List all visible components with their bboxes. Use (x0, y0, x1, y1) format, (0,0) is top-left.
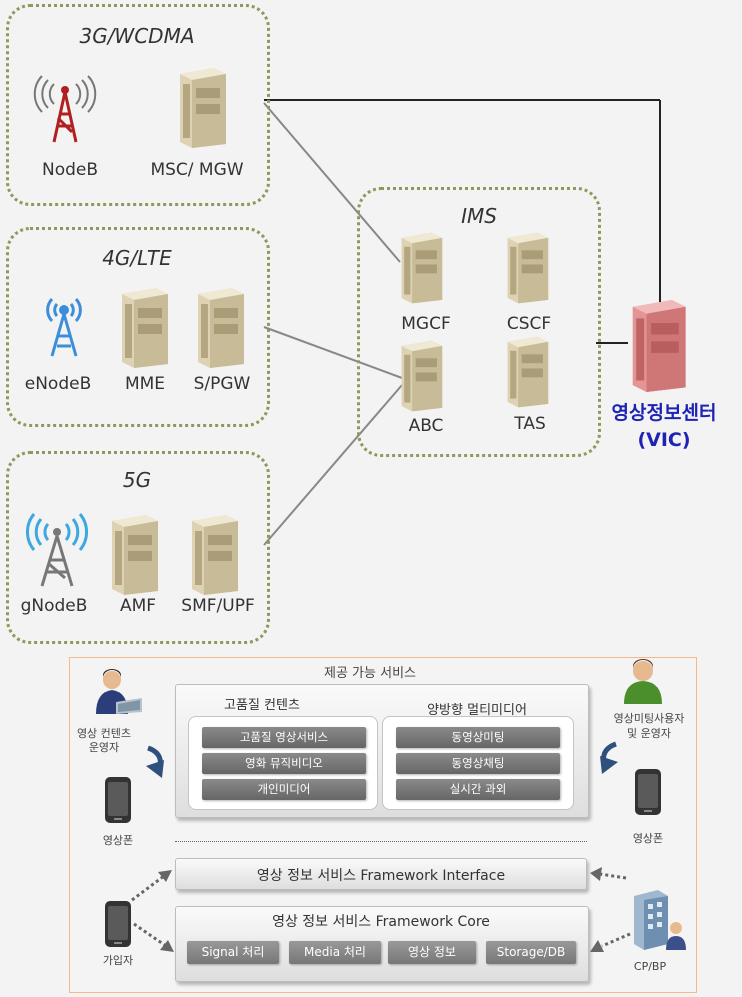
label-tas: TAS (514, 414, 546, 434)
label-mme: MME (124, 374, 166, 394)
core-item: Storage/DB (486, 941, 576, 964)
group-3g-wcdma (6, 4, 270, 206)
mm-item: 동영상채팅 (396, 753, 560, 774)
separator (175, 841, 587, 842)
framework-interface-label: 영상 정보 서비스 Framework Interface (256, 868, 506, 884)
server-icon (507, 232, 549, 304)
wireless-tower-icon (46, 297, 82, 357)
group-title-ims: IMS (461, 204, 497, 228)
antenna-tower-icon (33, 75, 97, 143)
building-user-icon (634, 890, 686, 950)
label-nodeb: NodeB (41, 160, 99, 180)
server-icon (401, 340, 443, 412)
label-amf: AMF (119, 596, 157, 616)
vic-title: 영상정보센터 (VIC) (594, 400, 734, 454)
server-icon (198, 288, 244, 368)
group-4g-lte (6, 227, 270, 427)
dotted-arrow-icon (590, 932, 631, 952)
mm-item: 동영상미팅 (396, 727, 560, 748)
antenna-tower-icon (26, 513, 88, 587)
hq-title: 고품질 컨텐츠 (224, 698, 300, 713)
server-icon (632, 300, 686, 392)
left-user-label: 영상 컨텐츠 운영자 (76, 727, 132, 754)
label-spgw: S/PGW (193, 374, 251, 394)
phone-icon (105, 901, 131, 947)
group-ims (357, 187, 601, 457)
panel-title: 제공 가능 서비스 (324, 666, 416, 681)
framework-interface-box (175, 858, 587, 890)
group-title-3g: 3G/WCDMA (79, 24, 195, 48)
subscriber-label: 가입자 (102, 954, 134, 967)
server-icon (507, 336, 549, 408)
hq-item: 개인미디어 (202, 779, 366, 800)
server-icon (122, 288, 168, 368)
core-item: 영상 정보 (388, 941, 476, 964)
label-msc-mgw: MSC/ MGW (150, 160, 244, 180)
dotted-arrow-icon (131, 870, 172, 902)
label-enodeb: eNodeB (24, 374, 92, 394)
cpbp-label: CP/BP (633, 960, 667, 973)
server-icon (180, 68, 226, 148)
core-item: Media 처리 (289, 941, 381, 964)
curved-arrow-icon (600, 741, 618, 774)
server-icon (112, 515, 158, 595)
server-icon (401, 232, 443, 304)
group-title-4g: 4G/LTE (102, 246, 172, 270)
mm-title: 양방향 멀티미디어 (427, 703, 527, 718)
dotted-arrow-icon (133, 922, 174, 952)
right-user-label: 영상미팅사용자 및 운영자 (613, 712, 685, 740)
group-title-5g: 5G (122, 468, 152, 492)
label-mgcf: MGCF (401, 314, 451, 334)
curved-arrow-icon (146, 745, 164, 778)
phone-icon (105, 777, 131, 823)
group-5g (6, 451, 270, 644)
label-cscf: CSCF (506, 314, 552, 334)
vic-abbr: (VIC) (637, 429, 691, 451)
hq-item: 영화 뮤직비디오 (202, 753, 366, 774)
vic-name: 영상정보센터 (611, 402, 717, 424)
label-abc: ABC (408, 416, 444, 436)
core-item: Signal 처리 (187, 941, 279, 964)
hq-item: 고품질 영상서비스 (202, 727, 366, 748)
label-gnodeb: gNodeB (20, 596, 88, 616)
user-icon (624, 659, 662, 704)
dotted-arrow-icon (590, 867, 627, 881)
left-phone-label: 영상폰 (102, 834, 134, 847)
user-laptop-icon (96, 669, 142, 714)
server-icon (192, 515, 238, 595)
right-phone-label: 영상폰 (632, 832, 664, 845)
framework-core-title: 영상 정보 서비스 Framework Core (272, 914, 490, 930)
phone-icon (635, 769, 661, 815)
mm-item: 실시간 과외 (396, 779, 560, 800)
label-smf-upf: SMF/UPF (181, 596, 255, 616)
